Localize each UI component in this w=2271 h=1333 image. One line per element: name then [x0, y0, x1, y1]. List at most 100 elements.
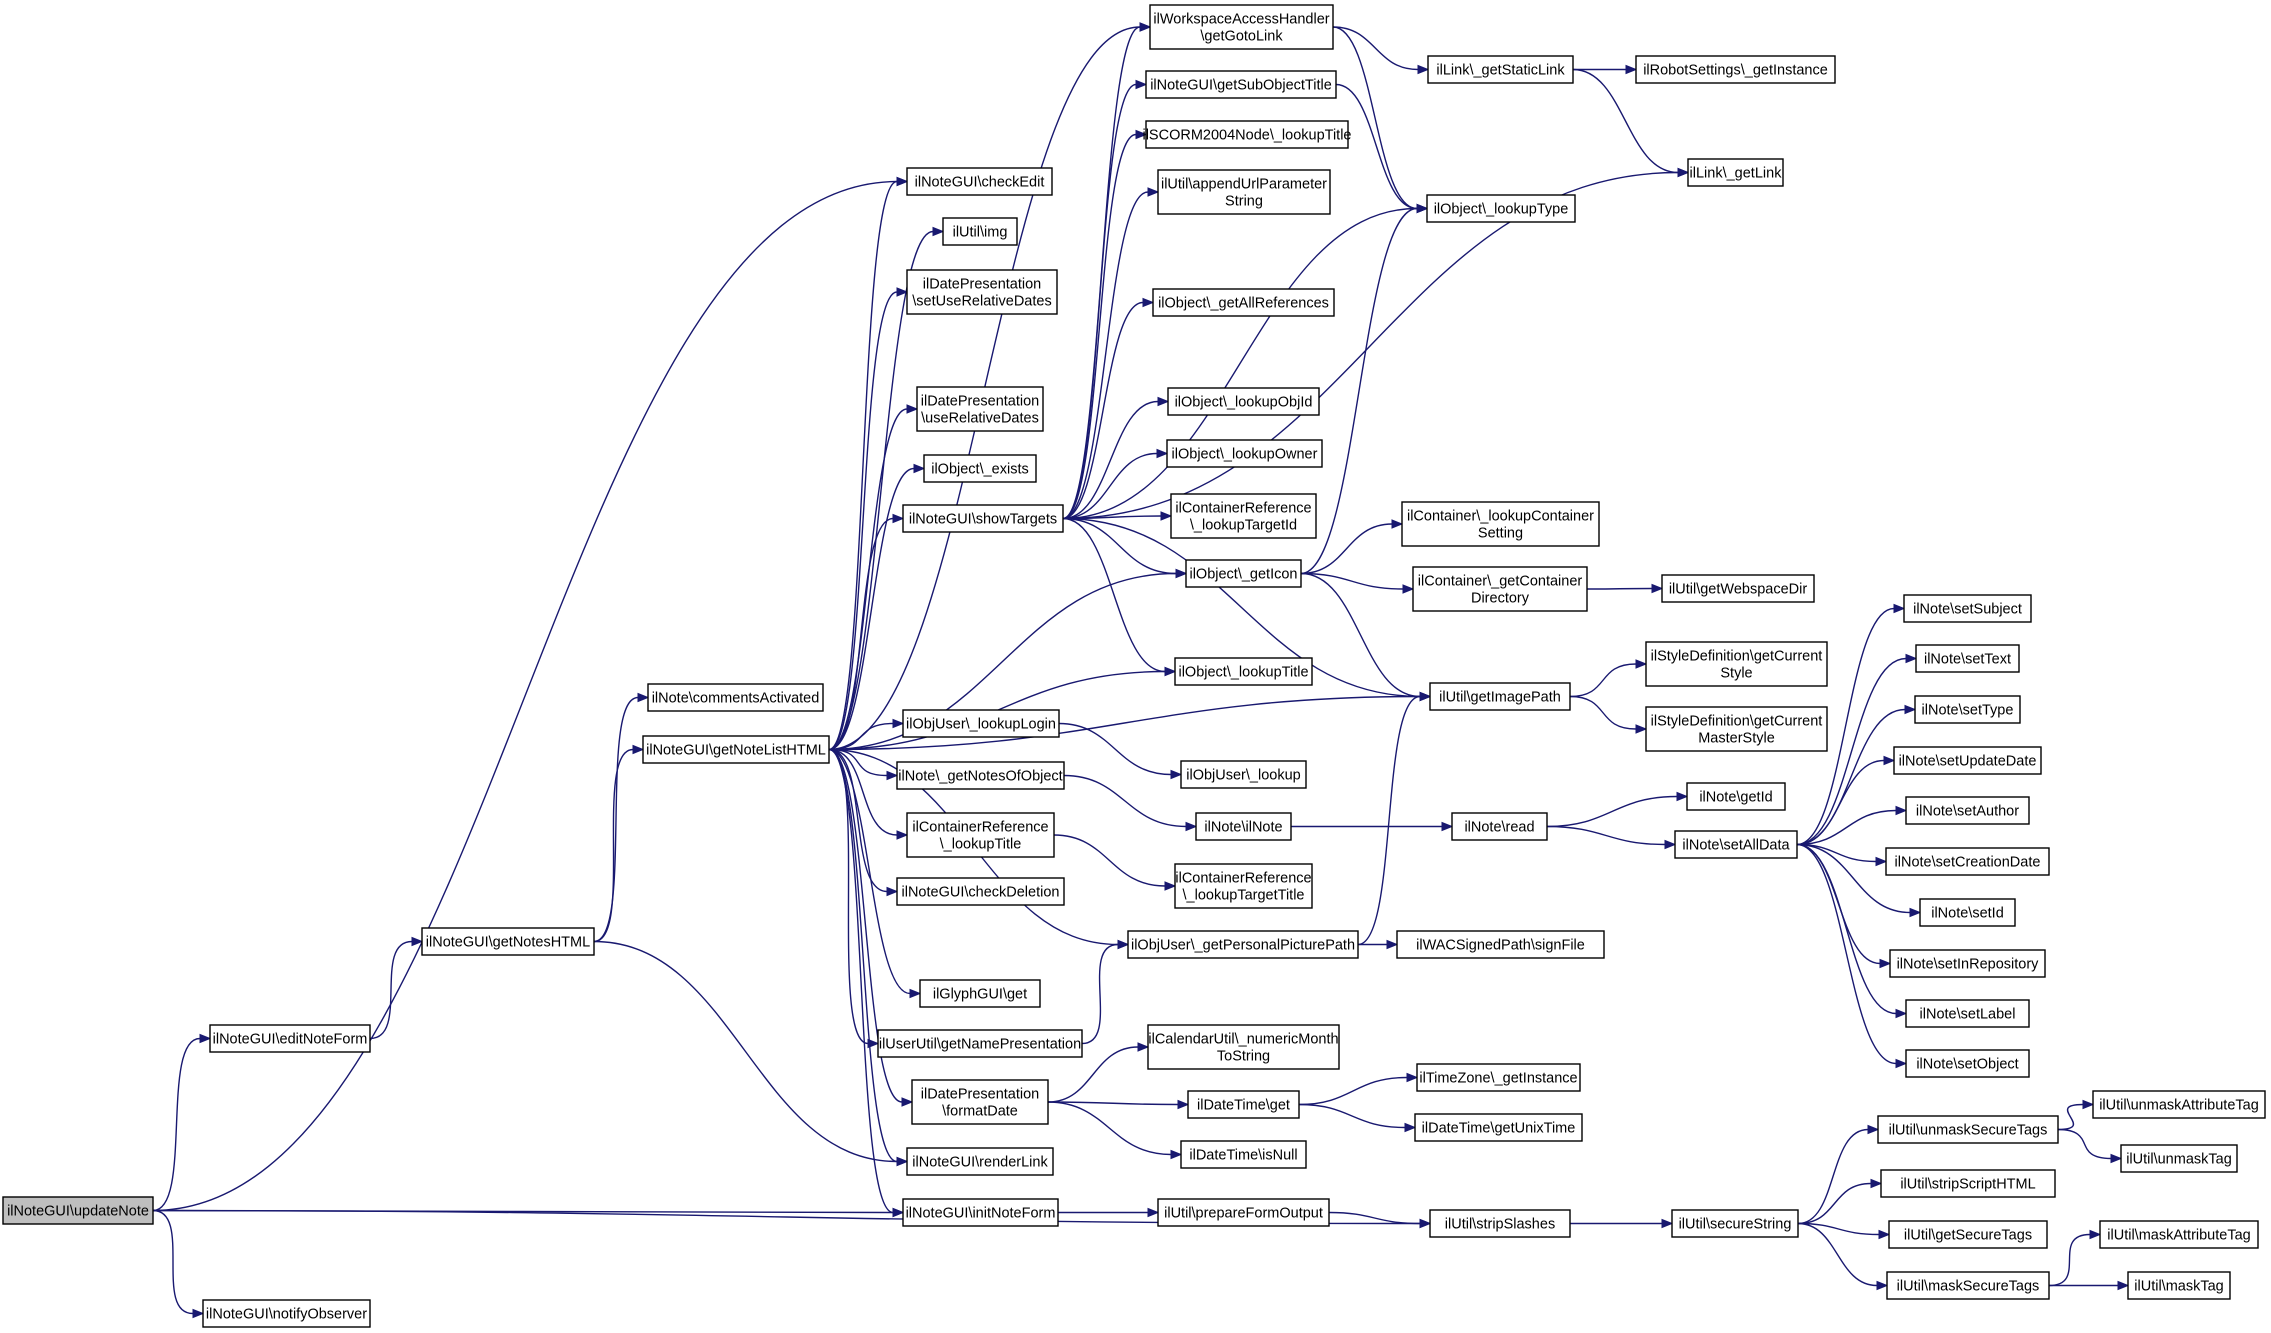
node-box[interactable] [916, 386, 1044, 432]
node-getNoteListHTML[interactable]: ilNoteGUI\getNoteListHTML [642, 735, 830, 764]
node-secureString[interactable]: ilUtil\secureString [1671, 1209, 1799, 1238]
node-crLookupTitle[interactable]: ilContainerReference\_lookupTitle [906, 812, 1055, 858]
node-box[interactable] [1180, 1140, 1307, 1169]
node-setAuthor[interactable]: ilNote\setAuthor [1905, 796, 2030, 825]
node-prepareFormOutput[interactable]: ilUtil\prepareFormOutput [1157, 1198, 1330, 1227]
node-checkEdit[interactable]: ilNoteGUI\checkEdit [906, 167, 1053, 196]
node-box[interactable] [902, 709, 1060, 738]
node-box[interactable] [923, 454, 1037, 483]
node-exists[interactable]: ilObject\_exists [923, 454, 1037, 483]
node-notifyObserver[interactable]: ilNoteGUI\notifyObserver [202, 1299, 371, 1328]
node-showTargets[interactable]: ilNoteGUI\showTargets [902, 504, 1064, 533]
node-setCreationDate[interactable]: ilNote\setCreationDate [1885, 847, 2050, 876]
node-getSubObjectTitle[interactable]: ilNoteGUI\getSubObjectTitle [1145, 70, 1337, 99]
node-box[interactable] [1661, 574, 1815, 603]
node-box[interactable] [421, 927, 595, 956]
node-box[interactable] [1914, 695, 2021, 724]
node-getIcon[interactable]: ilObject\_getIcon [1185, 559, 1302, 588]
node-setSubject[interactable]: ilNote\setSubject [1903, 594, 2032, 623]
node-getInstanceTZ[interactable]: ilTimeZone\_getInstance [1416, 1063, 1581, 1092]
node-box[interactable] [1145, 70, 1337, 99]
node-box[interactable] [911, 1079, 1049, 1125]
node-box[interactable] [1429, 682, 1571, 711]
node-box[interactable] [1195, 812, 1292, 841]
node-isNull[interactable]: ilDateTime\isNull [1180, 1140, 1307, 1169]
node-maskSecureTags[interactable]: ilUtil\maskSecureTags [1886, 1271, 2050, 1300]
node-lookupTargetId[interactable]: ilContainerReference\_lookupTargetId [1170, 493, 1317, 539]
node-box[interactable] [877, 1029, 1083, 1058]
node-maskTag[interactable]: ilUtil\maskTag [2127, 1271, 2231, 1300]
node-useRelativeDates[interactable]: ilDatePresentation\useRelativeDates [916, 386, 1044, 432]
node-scormLookupTitle[interactable]: ilSCORM2004Node\_lookupTitle [1142, 120, 1352, 149]
node-box[interactable] [1903, 594, 2032, 623]
node-getAllReferences[interactable]: ilObject\_getAllReferences [1152, 288, 1335, 317]
node-setText[interactable]: ilNote\setText [1915, 644, 2020, 673]
node-commentsActivated[interactable]: ilNote\commentsActivated [647, 683, 824, 712]
node-getNotesHTML[interactable]: ilNoteGUI\getNotesHTML [421, 927, 595, 956]
node-box[interactable] [1671, 1209, 1799, 1238]
node-box[interactable] [1170, 493, 1317, 539]
node-ilNoteCtor[interactable]: ilNote\ilNote [1195, 812, 1292, 841]
node-glyphGet[interactable]: ilGlyphGUI\get [919, 979, 1041, 1008]
node-lookupTargetTitle[interactable]: ilContainerReference\_lookupTargetTitle [1174, 863, 1313, 909]
node-box[interactable] [1174, 863, 1313, 909]
node-getPersonalPicturePath[interactable]: ilObjUser\_getPersonalPicturePath [1127, 930, 1359, 959]
node-box[interactable] [202, 1299, 371, 1328]
node-box[interactable] [1645, 706, 1828, 752]
node-box[interactable] [2127, 1271, 2231, 1300]
node-box[interactable] [1167, 387, 1320, 416]
node-setType[interactable]: ilNote\setType [1914, 695, 2021, 724]
node-getNamePresentation[interactable]: ilUserUtil\getNamePresentation [877, 1029, 1083, 1058]
node-box[interactable] [209, 1024, 371, 1053]
node-box[interactable] [896, 761, 1065, 790]
node-box[interactable] [919, 979, 1041, 1008]
node-setId[interactable]: ilNote\setId [1919, 898, 2016, 927]
node-box[interactable] [1414, 1113, 1583, 1142]
node-box[interactable] [1905, 796, 2030, 825]
node-box[interactable] [2099, 1220, 2259, 1249]
node-box[interactable] [1180, 760, 1307, 789]
node-box[interactable] [1635, 55, 1836, 84]
node-box[interactable] [906, 1147, 1054, 1176]
node-box[interactable] [1145, 120, 1349, 149]
node-box[interactable] [2, 1196, 154, 1225]
node-lookupObjId[interactable]: ilObject\_lookupObjId [1167, 387, 1320, 416]
node-getStaticLink[interactable]: ilLink\_getStaticLink [1427, 55, 1574, 84]
node-getWebspaceDir[interactable]: ilUtil\getWebspaceDir [1661, 574, 1815, 603]
node-box[interactable] [1687, 158, 1784, 187]
node-box[interactable] [1174, 657, 1313, 686]
node-getSecureTags[interactable]: ilUtil\getSecureTags [1888, 1220, 2048, 1249]
node-lookupOwner[interactable]: ilObject\_lookupOwner [1166, 439, 1323, 468]
node-box[interactable] [1880, 1169, 2056, 1198]
node-box[interactable] [647, 683, 824, 712]
node-box[interactable] [1919, 898, 2016, 927]
node-box[interactable] [1885, 847, 2050, 876]
node-box[interactable] [1686, 782, 1786, 811]
node-getId[interactable]: ilNote\getId [1686, 782, 1786, 811]
node-box[interactable] [1401, 501, 1600, 547]
node-renderLink[interactable]: ilNoteGUI\renderLink [906, 1147, 1054, 1176]
node-box[interactable] [1674, 830, 1798, 859]
node-box[interactable] [1645, 641, 1828, 687]
node-box[interactable] [902, 1198, 1059, 1227]
node-box[interactable] [1451, 812, 1548, 841]
node-box[interactable] [1127, 930, 1359, 959]
node-box[interactable] [896, 877, 1065, 906]
node-editNoteForm[interactable]: ilNoteGUI\editNoteForm [209, 1024, 371, 1053]
node-robotGetInstance[interactable]: ilRobotSettings\_getInstance [1635, 55, 1836, 84]
node-getGotoLink[interactable]: ilWorkspaceAccessHandler\getGotoLink [1149, 4, 1334, 50]
node-box[interactable] [1166, 439, 1323, 468]
node-box[interactable] [906, 167, 1053, 196]
node-box[interactable] [1157, 169, 1331, 215]
node-lookupLogin[interactable]: ilObjUser\_lookupLogin [902, 709, 1060, 738]
node-getImagePath[interactable]: ilUtil\getImagePath [1429, 682, 1571, 711]
node-img[interactable]: ilUtil\img [942, 217, 1018, 246]
node-getUnixTime[interactable]: ilDateTime\getUnixTime [1414, 1113, 1583, 1142]
node-getLink[interactable]: ilLink\_getLink [1687, 158, 1784, 187]
node-unmaskTag[interactable]: ilUtil\unmaskTag [2120, 1144, 2238, 1173]
node-box[interactable] [1426, 194, 1576, 223]
